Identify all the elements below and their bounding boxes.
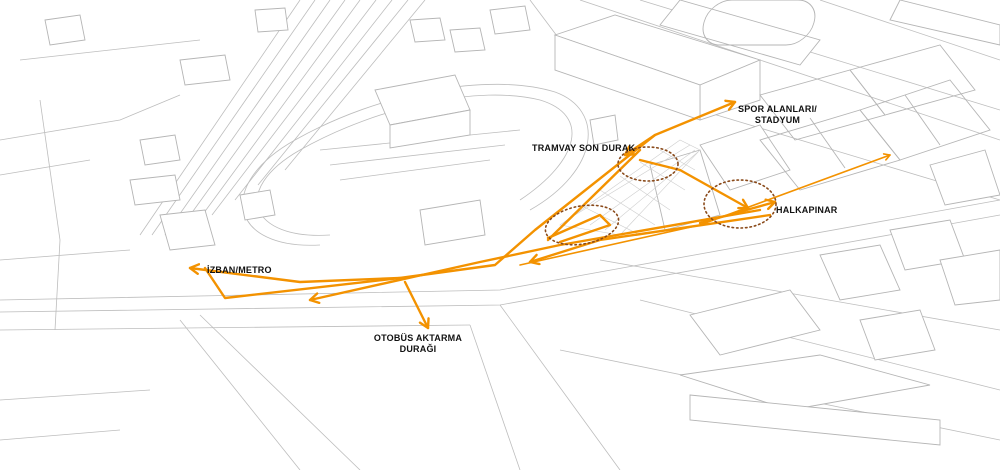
route-lower-branch: [528, 213, 772, 266]
route-tram-to-halkapinar: [638, 158, 750, 210]
label-otobus-line1: OTOBÜS AKTARMA: [373, 333, 463, 343]
routes: [188, 99, 891, 330]
label-izban-metro: İZBAN/METRO: [207, 265, 272, 275]
route-to-tram-stop: [623, 133, 657, 157]
label-spor-line1: SPOR ALANLARI/: [738, 104, 817, 114]
route-tram-loop-2: [546, 148, 642, 242]
buildings: [44, 0, 1000, 446]
tram-stop-ring: [617, 146, 679, 182]
halkapinar-ring: [703, 179, 777, 229]
route-east: [519, 153, 891, 266]
node-rings: [544, 146, 777, 246]
label-tramvay-son-durak: TRAMVAY SON DURAK: [532, 143, 636, 153]
label-spor-alanlari: SPOR ALANLARI/ STADYUM: [735, 104, 820, 126]
route-to-bus-transfer: [403, 280, 430, 330]
route-tram-loop: [546, 213, 612, 244]
route-west-return: [188, 263, 402, 284]
route-halkapinar-to-izban: [308, 208, 762, 305]
label-spor-line2: STADYUM: [754, 115, 801, 125]
label-otobus-aktarma: OTOBÜS AKTARMA DURAĞI: [368, 333, 468, 355]
label-halkapinar: HALKAPINAR: [776, 205, 838, 215]
sports-fields: [702, 0, 991, 191]
label-otobus-line2: DURAĞI: [399, 344, 437, 354]
terminal-ring: [544, 204, 620, 246]
